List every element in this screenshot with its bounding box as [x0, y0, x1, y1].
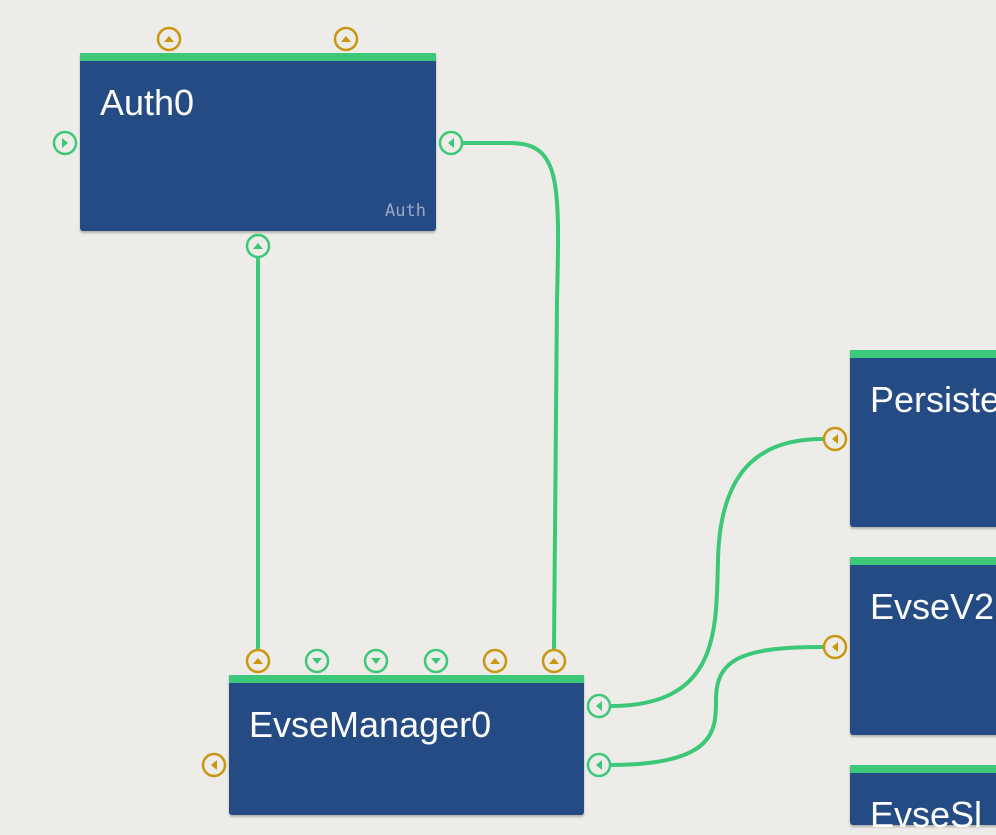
port-evse-manager-top-3[interactable]	[363, 648, 389, 674]
chevron-up-icon	[549, 658, 559, 664]
port-evse-manager-top-5[interactable]	[482, 648, 508, 674]
node-title: Auth0	[100, 82, 195, 123]
chevron-down-icon	[312, 658, 322, 664]
module-node-evse-v2g[interactable]: EvseV2	[850, 557, 996, 735]
chevron-left-icon	[596, 760, 602, 770]
module-node-persistent[interactable]: Persiste	[850, 350, 996, 527]
port-auth-top-1[interactable]	[156, 26, 182, 52]
chevron-down-icon	[371, 658, 381, 664]
port-evse-manager-right-2[interactable]	[586, 752, 612, 778]
node-title: EvseSl	[870, 794, 983, 835]
module-node-evse-sl[interactable]: EvseSl	[850, 765, 996, 835]
module-node-auth[interactable]: Auth0 Auth	[80, 53, 436, 231]
flow-canvas[interactable]	[0, 0, 996, 804]
chevron-down-icon	[431, 658, 441, 664]
port-evse-manager-top-2[interactable]	[304, 648, 330, 674]
port-evse-manager-top-1[interactable]	[245, 648, 271, 674]
connection-evse-manager-to-evse-v2g[interactable]	[608, 645, 824, 767]
port-persistent-left[interactable]	[822, 426, 848, 452]
chevron-up-icon	[490, 658, 500, 664]
chevron-up-icon	[341, 36, 351, 42]
port-auth-left[interactable]	[52, 130, 78, 156]
chevron-up-icon	[164, 36, 174, 42]
module-node-evse-manager[interactable]: EvseManager0	[229, 675, 584, 815]
port-evse-manager-top-6[interactable]	[541, 648, 567, 674]
chevron-right-icon	[62, 138, 68, 148]
chevron-up-icon	[253, 658, 263, 664]
port-evse-manager-left[interactable]	[201, 752, 227, 778]
connection-evse-manager-to-persistent[interactable]	[608, 437, 824, 708]
connection-auth-right-to-evse-manager[interactable]	[460, 141, 561, 650]
chevron-left-icon	[832, 642, 838, 652]
port-evse-v2g-left[interactable]	[822, 634, 848, 660]
node-title: EvseManager0	[249, 704, 492, 745]
node-title: EvseV2	[870, 586, 995, 627]
node-title: Persiste	[870, 379, 996, 420]
node-type-label: Auth	[385, 201, 426, 221]
port-auth-top-2[interactable]	[333, 26, 359, 52]
port-auth-bottom[interactable]	[245, 233, 271, 259]
chevron-left-icon	[211, 760, 217, 770]
chevron-left-icon	[832, 434, 838, 444]
port-evse-manager-right-1[interactable]	[586, 693, 612, 719]
chevron-up-icon	[253, 243, 263, 249]
port-evse-manager-top-4[interactable]	[423, 648, 449, 674]
chevron-left-icon	[596, 701, 602, 711]
port-auth-right[interactable]	[438, 130, 464, 156]
chevron-left-icon	[448, 138, 454, 148]
